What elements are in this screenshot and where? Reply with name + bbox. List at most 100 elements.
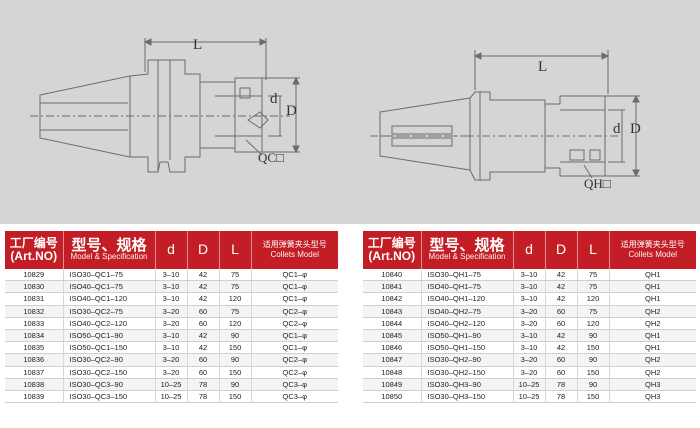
cell-L: 90	[577, 329, 610, 343]
cell-collet: QC1–φ	[251, 269, 338, 282]
cell-L: 90	[219, 329, 252, 343]
header-d: d	[513, 231, 546, 269]
cell-D: 42	[187, 341, 220, 355]
cell-model: ISO50–QH1–150	[421, 341, 514, 355]
cell-art-no: 10832	[5, 305, 64, 318]
cell-collet: QH1	[609, 280, 696, 294]
left-callout-qc: QC□	[258, 150, 284, 165]
right-callout-qh: QH□	[584, 176, 611, 191]
cell-collet: QH1	[609, 269, 696, 282]
cell-d: 10–25	[513, 378, 546, 392]
cell-model: ISO30–QC3–150	[63, 390, 156, 404]
cell-L: 75	[577, 280, 610, 294]
tool-holder-drawings	[30, 38, 640, 181]
header-art-no: 工厂编号(Art.NO)	[5, 231, 64, 269]
left-dim-L: L	[193, 37, 203, 53]
cell-d: 3–10	[155, 329, 188, 343]
cell-art-no: 10839	[5, 390, 64, 404]
cell-collet: QH2	[609, 305, 696, 318]
cell-d: 3–10	[155, 269, 188, 282]
cell-L: 120	[219, 317, 252, 331]
cell-L: 75	[577, 269, 610, 282]
cell-collet: QC1–φ	[251, 280, 338, 294]
cell-collet: QC1–φ	[251, 292, 338, 306]
cell-d: 3–20	[155, 353, 188, 367]
cell-L: 120	[219, 292, 252, 306]
cell-model: ISO50–QC1–90	[63, 329, 156, 343]
cell-L: 90	[219, 353, 252, 367]
cell-d: 3–10	[513, 280, 546, 294]
cell-art-no: 10829	[5, 269, 64, 282]
left-dim-D: D	[286, 103, 297, 119]
cell-D: 60	[545, 317, 578, 331]
cell-collet: QC3–φ	[251, 378, 338, 392]
cell-d: 3–10	[513, 329, 546, 343]
cell-collet: QC1–φ	[251, 329, 338, 343]
cell-L: 75	[219, 269, 252, 282]
cell-art-no: 10833	[5, 317, 64, 331]
cell-d: 3–10	[513, 341, 546, 355]
header-D: D	[187, 231, 220, 269]
cell-collet: QH1	[609, 292, 696, 306]
cell-d: 10–25	[513, 390, 546, 404]
cell-D: 78	[545, 390, 578, 404]
cell-art-no: 10836	[5, 353, 64, 367]
cell-D: 42	[187, 269, 220, 282]
cell-model: ISO40–QC1–120	[63, 292, 156, 306]
cell-model: ISO30–QC2–150	[63, 366, 156, 379]
cell-model: ISO30–QH1–75	[421, 269, 514, 282]
cell-L: 75	[219, 305, 252, 318]
cell-model: ISO40–QH2–75	[421, 305, 514, 318]
cell-d: 3–20	[513, 305, 546, 318]
right-dim-D: D	[630, 121, 641, 137]
cell-d: 3–20	[155, 317, 188, 331]
cell-d: 3–20	[513, 366, 546, 379]
cell-model: ISO30–QC2–75	[63, 305, 156, 318]
cell-D: 78	[187, 390, 220, 404]
cell-model: ISO30–QH2–90	[421, 353, 514, 367]
cell-d: 3–10	[155, 280, 188, 294]
header-L: L	[577, 231, 610, 269]
cell-art-no: 10834	[5, 329, 64, 343]
cell-d: 3–10	[513, 292, 546, 306]
cell-model: ISO50–QC1–150	[63, 341, 156, 355]
cell-L: 75	[219, 280, 252, 294]
cell-collet: QH2	[609, 366, 696, 379]
cell-collet: QH1	[609, 329, 696, 343]
header-art-no: 工厂编号(Art.NO)	[363, 231, 422, 269]
cell-art-no: 10840	[363, 269, 422, 282]
cell-D: 42	[187, 280, 220, 294]
cell-model: ISO40–QH1–75	[421, 280, 514, 294]
cell-d: 3–10	[155, 341, 188, 355]
cell-collet: QC2–φ	[251, 305, 338, 318]
left-holder-drawing	[30, 38, 300, 173]
cell-art-no: 10848	[363, 366, 422, 379]
cell-model: ISO30–QC1–75	[63, 269, 156, 282]
cell-art-no: 10849	[363, 378, 422, 392]
cell-L: 120	[577, 292, 610, 306]
cell-D: 60	[187, 305, 220, 318]
left-dim-d: d	[270, 91, 278, 107]
cell-art-no: 10837	[5, 366, 64, 379]
right-dim-d: d	[613, 121, 621, 137]
technical-drawing-panel: L d D QC□ L d D QH□	[0, 0, 700, 224]
cell-L: 90	[577, 353, 610, 367]
cell-collet: QH3	[609, 390, 696, 404]
cell-collet: QC2–φ	[251, 353, 338, 367]
